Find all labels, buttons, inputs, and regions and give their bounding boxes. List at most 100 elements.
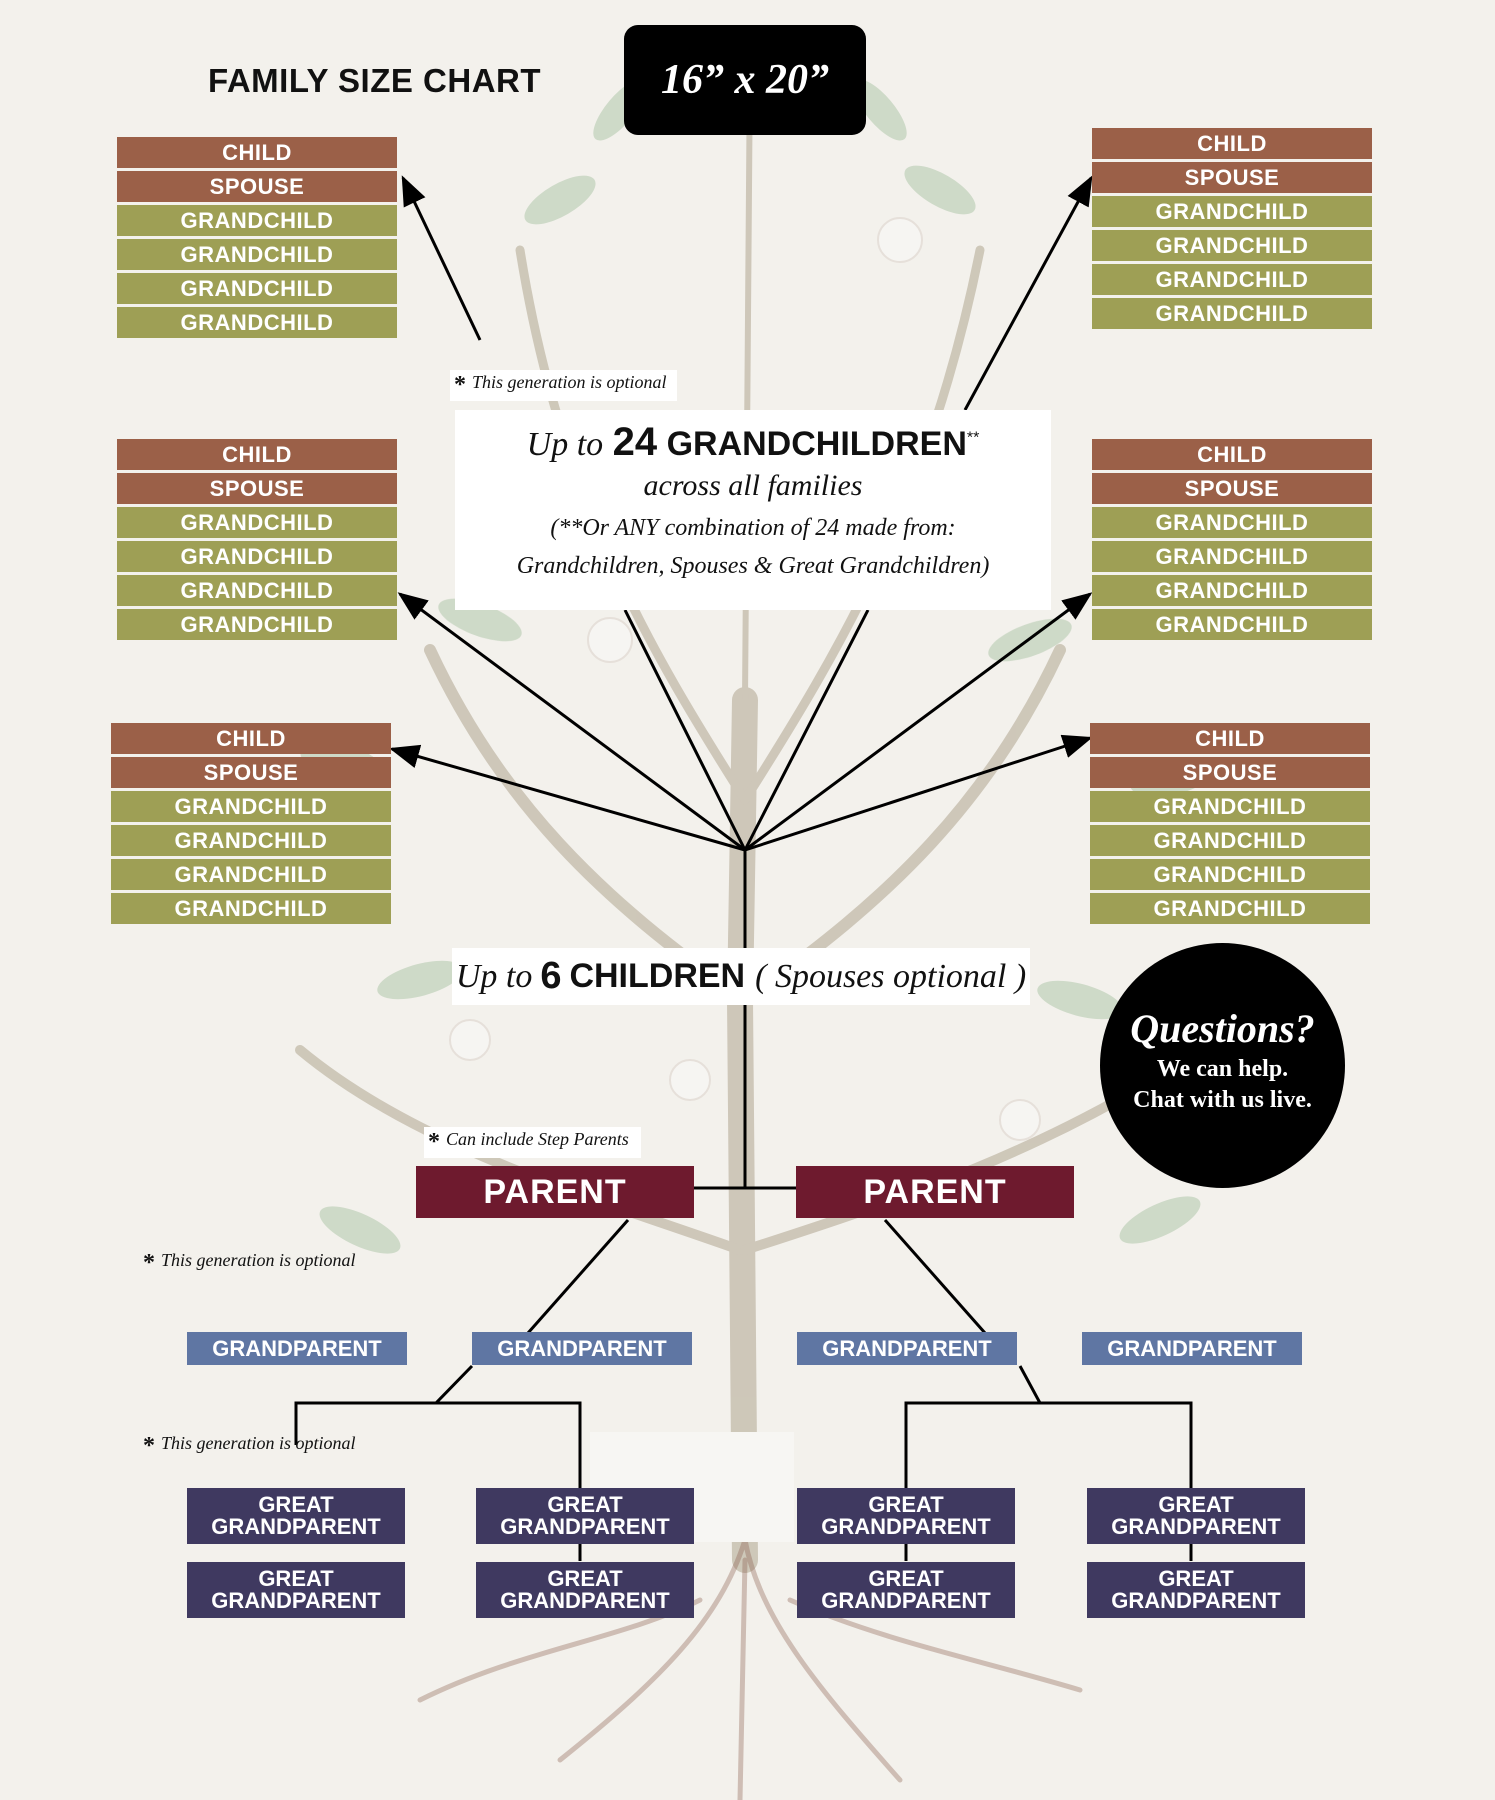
grandchild-label: GRANDCHILD bbox=[111, 859, 391, 890]
grandchild-label: GRANDCHILD bbox=[1090, 825, 1370, 856]
grandchild-label: GRANDCHILD bbox=[1092, 609, 1372, 640]
family-block-mid-left: CHILD SPOUSE GRANDCHILD GRANDCHILD GRAND… bbox=[117, 439, 397, 643]
grandchild-label: GRANDCHILD bbox=[111, 791, 391, 822]
grandchildren-info-box: Up to 24 GRANDCHILDREN** across all fami… bbox=[455, 410, 1051, 610]
grandchild-label: GRANDCHILD bbox=[117, 541, 397, 572]
grandchild-label: GRANDCHILD bbox=[1092, 575, 1372, 606]
family-block-low-right: CHILD SPOUSE GRANDCHILD GRANDCHILD GRAND… bbox=[1090, 723, 1370, 927]
up-to-text: Up to bbox=[455, 957, 533, 995]
asterisk-icon: * bbox=[143, 1250, 155, 1276]
child-label: CHILD bbox=[117, 439, 397, 470]
note-text: Can include Step Parents bbox=[446, 1129, 629, 1149]
right-ggp-bracket bbox=[904, 1401, 1193, 1488]
grandchild-label: GRANDCHILD bbox=[111, 893, 391, 924]
grandchild-label: GRANDCHILD bbox=[1090, 859, 1370, 890]
great-grandparent-box: GREAT GRANDPARENT bbox=[1087, 1488, 1305, 1544]
note-text: This generation is optional bbox=[472, 372, 667, 392]
great-grandparent-box: GREAT GRANDPARENT bbox=[797, 1562, 1015, 1618]
note-text: This generation is optional bbox=[161, 1433, 356, 1453]
child-label: CHILD bbox=[1092, 128, 1372, 159]
page-title: FAMILY SIZE CHART bbox=[208, 62, 542, 99]
grandchild-label: GRANDCHILD bbox=[1092, 264, 1372, 295]
up-to-text: Up to bbox=[526, 426, 604, 463]
great-label: GREAT bbox=[868, 1566, 944, 1591]
help-title: Questions? bbox=[1130, 1006, 1315, 1051]
grandparent-box: GRANDPARENT bbox=[187, 1332, 407, 1365]
asterisk-icon: * bbox=[143, 1433, 155, 1459]
grandparent-box: GRANDPARENT bbox=[472, 1332, 692, 1365]
child-label: CHILD bbox=[111, 723, 391, 754]
grandchild-label: GRANDCHILD bbox=[117, 609, 397, 640]
spouse-label: SPOUSE bbox=[1092, 473, 1372, 504]
great-label: GREAT bbox=[547, 1492, 623, 1517]
grandchild-label: GRANDCHILD bbox=[117, 205, 397, 236]
family-block-low-left: CHILD SPOUSE GRANDCHILD GRANDCHILD GRAND… bbox=[111, 723, 391, 927]
grandchild-label: GRANDCHILD bbox=[1090, 791, 1370, 822]
help-line-1: We can help. bbox=[1156, 1056, 1289, 1082]
grandparent-label: GRANDPARENT bbox=[821, 1514, 991, 1539]
great-label: GREAT bbox=[1158, 1492, 1234, 1517]
spouse-label: SPOUSE bbox=[117, 171, 397, 202]
children-info-box: Up to 6 CHILDREN ( Spouses optional ) bbox=[452, 948, 1030, 1005]
parent-box-right: PARENT bbox=[796, 1166, 1074, 1218]
arrow-family-mid-right bbox=[744, 592, 1093, 852]
grandchild-label: GRANDCHILD bbox=[117, 239, 397, 270]
right-grandparent-branch bbox=[1018, 1365, 1042, 1404]
great-grandparent-box: GREAT GRANDPARENT bbox=[476, 1488, 694, 1544]
family-block-mid-right: CHILD SPOUSE GRANDCHILD GRANDCHILD GRAND… bbox=[1092, 439, 1372, 643]
great-grandparent-box: GREAT GRANDPARENT bbox=[1087, 1562, 1305, 1618]
left-parent-to-grandparent bbox=[526, 1219, 630, 1334]
child-label: CHILD bbox=[1090, 723, 1370, 754]
children-label: CHILDREN bbox=[569, 957, 746, 995]
child-label: CHILD bbox=[117, 137, 397, 168]
grandparent-label: GRANDPARENT bbox=[211, 1588, 381, 1613]
note-optional-grandparents: * This generation is optional bbox=[143, 1250, 356, 1277]
arrow-family-top-right bbox=[963, 175, 1093, 411]
children-count: 6 bbox=[540, 955, 562, 997]
left-grandparent-branch bbox=[434, 1364, 474, 1405]
grandchild-label: GRANDCHILD bbox=[117, 273, 397, 304]
child-label: CHILD bbox=[1092, 439, 1372, 470]
note-text: This generation is optional bbox=[161, 1250, 356, 1270]
great-label: GREAT bbox=[868, 1492, 944, 1517]
note-step-parents: * Can include Step Parents bbox=[424, 1127, 641, 1158]
great-grandparent-box: GREAT GRANDPARENT bbox=[476, 1562, 694, 1618]
great-grandparent-box: GREAT GRANDPARENT bbox=[187, 1488, 405, 1544]
spouse-label: SPOUSE bbox=[117, 473, 397, 504]
grandparent-label: GRANDPARENT bbox=[211, 1514, 381, 1539]
spouse-label: SPOUSE bbox=[1092, 162, 1372, 193]
grandchild-label: GRANDCHILD bbox=[1092, 196, 1372, 227]
left-ggp-bracket-a bbox=[294, 1401, 582, 1488]
great-label: GREAT bbox=[547, 1566, 623, 1591]
grandchild-label: GRANDCHILD bbox=[117, 575, 397, 606]
grandchild-label: GRANDCHILD bbox=[117, 507, 397, 538]
great-label: GREAT bbox=[258, 1566, 334, 1591]
grandchild-label: GRANDCHILD bbox=[1092, 298, 1372, 329]
grandchild-label: GRANDCHILD bbox=[1090, 893, 1370, 924]
chat-help-button[interactable]: Questions? We can help. Chat with us liv… bbox=[1100, 943, 1345, 1188]
note-optional-great-grandparents: * This generation is optional bbox=[143, 1433, 356, 1460]
grandparent-label: GRANDPARENT bbox=[1111, 1588, 1281, 1613]
grandparent-label: GRANDPARENT bbox=[821, 1588, 991, 1613]
family-block-top-left: CHILD SPOUSE GRANDCHILD GRANDCHILD GRAND… bbox=[117, 137, 397, 341]
arrow-family-low-left bbox=[389, 744, 746, 852]
right-parent-to-grandparent bbox=[883, 1219, 987, 1334]
line-to-top-left-stub bbox=[623, 609, 747, 851]
note-optional-grandchildren: *This generation is optional bbox=[450, 370, 677, 401]
parent-box-left: PARENT bbox=[416, 1166, 694, 1218]
family-block-top-right: CHILD SPOUSE GRANDCHILD GRANDCHILD GRAND… bbox=[1092, 128, 1372, 332]
arrow-family-mid-left bbox=[397, 592, 746, 852]
arrow-family-top-left bbox=[401, 175, 482, 341]
grandchild-label: GRANDCHILD bbox=[1092, 541, 1372, 572]
great-label: GREAT bbox=[258, 1492, 334, 1517]
asterisk-icon: * bbox=[428, 1129, 440, 1155]
grandchildren-subtitle: across all families bbox=[643, 469, 863, 502]
grandchildren-note-line-1: (**Or ANY combination of 24 made from: bbox=[550, 515, 956, 541]
great-grandparent-box: GREAT GRANDPARENT bbox=[187, 1562, 405, 1618]
grandchildren-count: 24 bbox=[612, 420, 658, 464]
grandchild-label: GRANDCHILD bbox=[117, 307, 397, 338]
double-asterisk-mark: ** bbox=[966, 429, 980, 447]
line-to-top-right-stub bbox=[743, 609, 870, 851]
grandchildren-heading: Up to 24 GRANDCHILDREN** bbox=[455, 420, 1051, 465]
